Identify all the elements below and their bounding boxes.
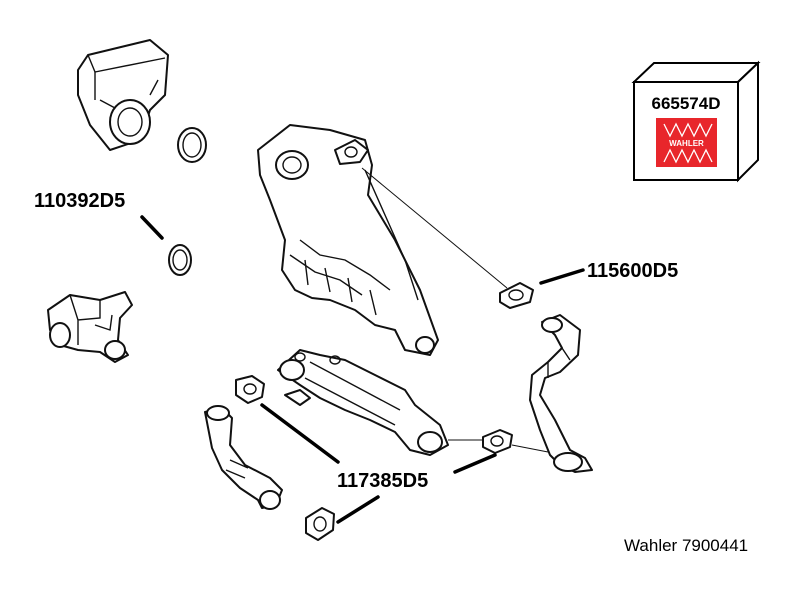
product-code: 665574D: [651, 94, 720, 113]
intake-manifold: [257, 124, 439, 356]
product-box: 665574D WAHLER: [631, 60, 761, 183]
o-ring-lower: [168, 244, 192, 276]
label-115600D5: 115600D5: [587, 260, 678, 282]
egr-cooler: [277, 349, 449, 456]
gasket-bottom: [305, 507, 335, 541]
egr-pipe-left: [204, 405, 283, 510]
egr-valve: [47, 291, 133, 363]
leader-110392D5: [140, 215, 164, 240]
gasket-115600: [499, 282, 534, 309]
reference-line-manifold: [361, 167, 508, 289]
gasket-cooler-left: [235, 375, 265, 404]
leader-117385D5-right: [453, 453, 497, 474]
label-117385D5: 117385D5: [337, 470, 428, 492]
throttle-body: [77, 39, 169, 151]
logo-wordmark: WAHLER: [669, 139, 704, 148]
leader-117385D5-left: [260, 403, 340, 464]
o-ring-upper: [177, 127, 207, 163]
label-110392D5: 110392D5: [34, 190, 125, 212]
leader-117385D5-bottom: [336, 495, 380, 524]
gasket-cooler-right: [482, 429, 513, 454]
egr-pipe-right: [529, 314, 593, 473]
leader-115600D5: [539, 268, 585, 285]
footer-caption: Wahler 7900441: [624, 536, 748, 555]
reference-line-pipe: [511, 444, 549, 453]
